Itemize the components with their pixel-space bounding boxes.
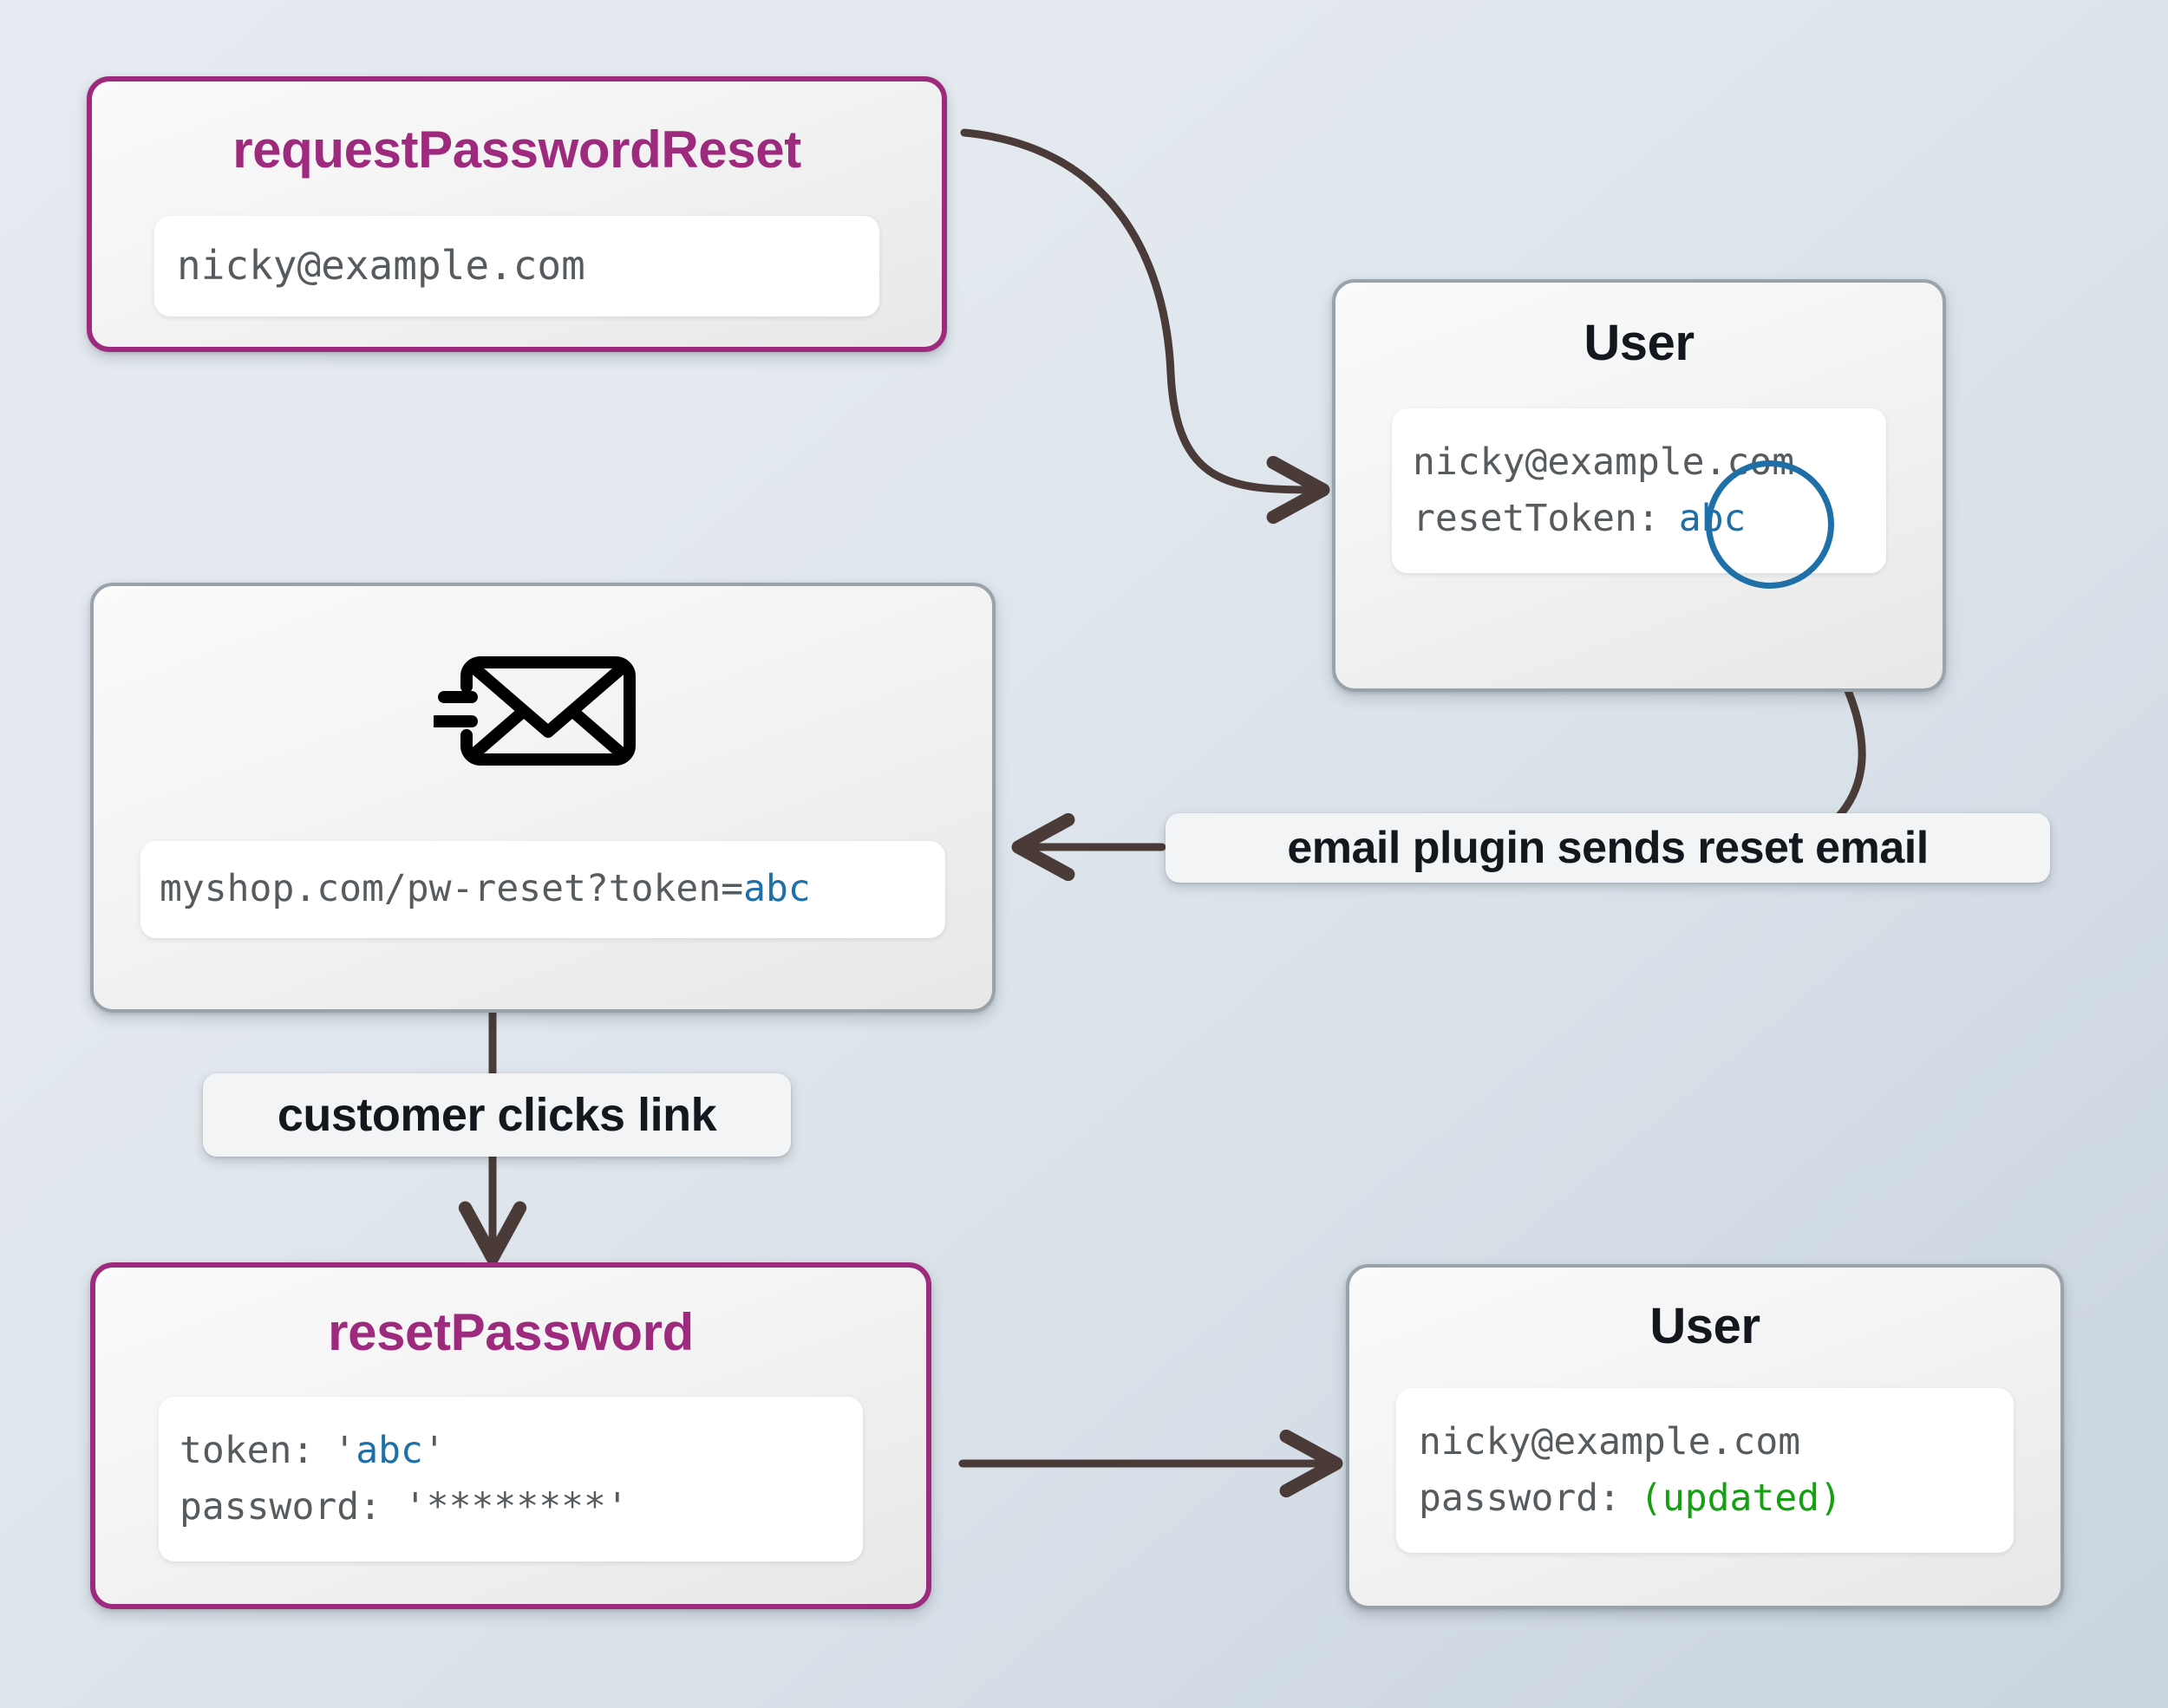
token-quote-close: ' [422, 1428, 446, 1472]
node-request-password-reset[interactable]: requestPasswordReset nicky@example.com [87, 76, 947, 352]
value-email: nicky@example.com [1413, 440, 1795, 484]
edge-label-customer-clicks-text: customer clicks link [277, 1089, 717, 1141]
node-title-reset-password: resetPassword [328, 1303, 694, 1361]
panel-request-password-reset: nicky@example.com [154, 216, 879, 316]
token-key: token: [180, 1428, 315, 1472]
edge-request-to-user [960, 128, 1330, 525]
panel-reset-email-url: myshop.com/pw-reset?token=abc [140, 841, 945, 938]
value-reset-url: myshop.com/pw-reset?token=abc [160, 861, 926, 917]
edge-label-customer-clicks[interactable]: customer clicks link [203, 1073, 791, 1157]
panel-user-top: nicky@example.com resetToken: abc [1392, 408, 1886, 589]
value-token: token: 'abc' [180, 1423, 842, 1479]
value-password: password: (updated) [1419, 1470, 1991, 1527]
edge-label-email-plugin[interactable]: email plugin sends reset email [1166, 813, 2050, 883]
value-email: nicky@example.com [1419, 1419, 1801, 1464]
panel-user-bottom: nicky@example.com password: (updated) [1396, 1388, 2014, 1553]
token-quote-open: ' [333, 1428, 356, 1472]
node-title-user-bottom: User [1649, 1298, 1760, 1354]
node-user-top[interactable]: User nicky@example.com resetToken: abc [1332, 279, 1946, 692]
node-title-user-top: User [1584, 315, 1695, 371]
reset-token-value: abc [1678, 497, 1747, 540]
edge-label-email-plugin-text: email plugin sends reset email [1287, 823, 1929, 873]
node-reset-password[interactable]: resetPassword token: 'abc' password: '***… [90, 1262, 931, 1609]
envelope-send-icon [434, 642, 652, 780]
password-value: (updated) [1640, 1477, 1842, 1520]
value-password: password: '********' [180, 1485, 629, 1529]
node-user-bottom[interactable]: User nicky@example.com password: (updated… [1346, 1264, 2064, 1609]
reset-token-key: resetToken: [1413, 497, 1660, 540]
reset-url-prefix: myshop.com/pw-reset?token= [160, 867, 744, 911]
token-value: abc [356, 1428, 423, 1472]
password-key: password: [1419, 1477, 1621, 1520]
reset-url-token: abc [743, 867, 811, 911]
panel-reset-password: token: 'abc' password: '********' [159, 1397, 863, 1561]
value-email: nicky@example.com [177, 242, 585, 290]
value-reset-token: resetToken: abc [1413, 491, 1865, 547]
node-title-request-password-reset: requestPasswordReset [232, 121, 801, 179]
node-reset-email[interactable]: myshop.com/pw-reset?token=abc [90, 583, 996, 1013]
